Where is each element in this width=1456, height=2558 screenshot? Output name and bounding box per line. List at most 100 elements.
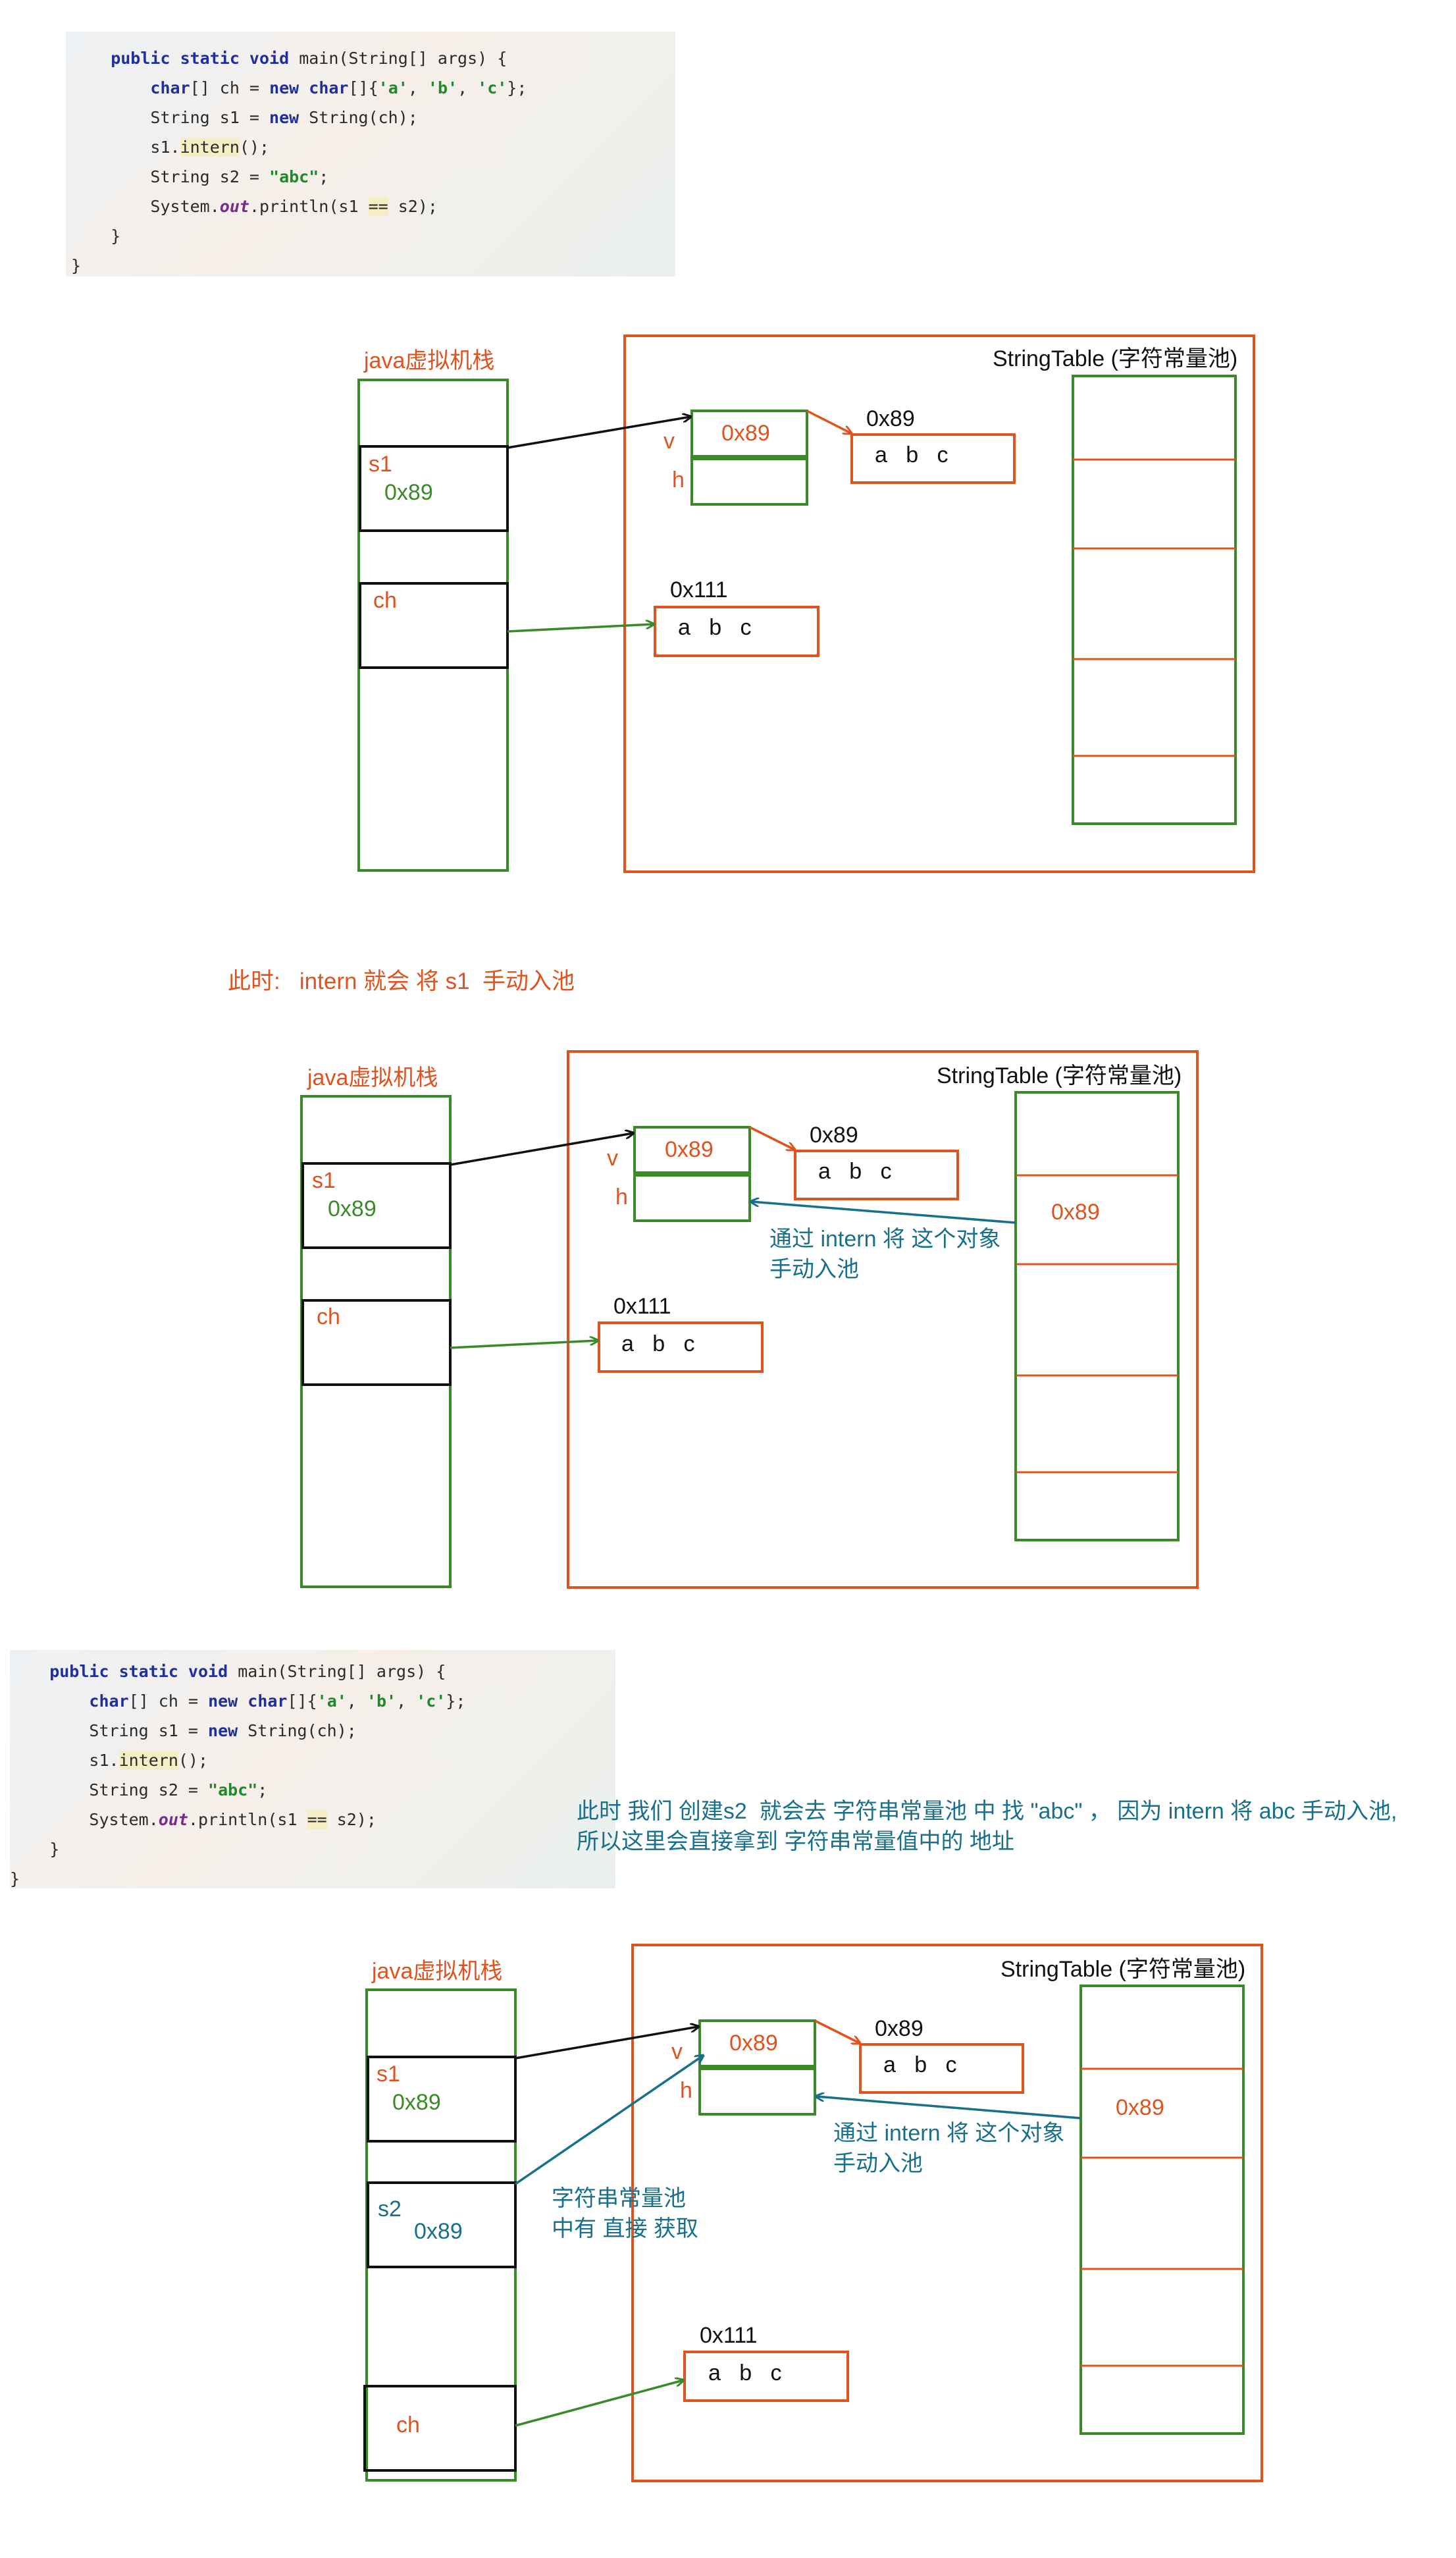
code-line: s1.intern(); (71, 138, 270, 157)
string-table (1014, 1091, 1180, 1541)
code-line: } (71, 226, 121, 246)
s2-note-line-2: 中有 直接 获取 (552, 2216, 698, 2241)
ch-name: ch (396, 2412, 420, 2438)
string-table-title: StringTable (字符常量池) (993, 346, 1238, 371)
stack-frame-ch (301, 1299, 452, 1386)
intern-note-line-1: 通过 intern 将 这个对象 (833, 2121, 1065, 2146)
string-object-v (690, 410, 808, 458)
note-intern: 此时: intern 就会 将 s1 手动入池 (228, 969, 575, 994)
note-s2-line-2: 所以这里会直接拿到 字符串常量值中的 地址 (577, 1829, 1014, 1854)
code-line: public static void main(String[] args) { (10, 1662, 446, 1681)
code-line: String s1 = new String(ch); (71, 108, 418, 127)
v-value: 0x89 (721, 421, 770, 446)
code-line: String s2 = "abc"; (71, 167, 329, 186)
stack-frame-ch (363, 2385, 517, 2472)
s1-value: 0x89 (384, 480, 433, 505)
string-object-v (633, 1126, 751, 1174)
code-line: String s2 = "abc"; (10, 1780, 268, 1799)
heap-region (567, 1050, 1199, 1589)
heap-array-content: a b c (678, 615, 752, 640)
s2-name: s2 (378, 2197, 402, 2222)
h-label: h (615, 1185, 628, 1210)
intern-note-line-2: 手动入池 (769, 1257, 859, 1282)
arrow-s1-to-string (450, 1133, 633, 1166)
diagram-2 (300, 1050, 1199, 1589)
code-line: } (71, 256, 82, 275)
stack-title: java虚拟机栈 (372, 1959, 503, 1984)
heap-array-content: a b c (708, 2360, 782, 2385)
code-line: } (10, 1869, 20, 1888)
string-object-h (690, 458, 808, 506)
stack-frame-s1 (367, 2056, 517, 2143)
code-line: } (10, 1840, 60, 1859)
v-label: v (671, 2039, 683, 2064)
heap-array-box (654, 606, 819, 657)
code-block-1: public static void main(String[] args) {… (66, 32, 675, 277)
heap-region (631, 1944, 1263, 2482)
arrow-v-to-array (806, 410, 851, 433)
stack-frame-ch (359, 582, 509, 669)
char-array-box (794, 1150, 959, 1200)
heap-array-box (598, 1321, 764, 1373)
char-array-box (859, 2043, 1024, 2094)
string-table-title: StringTable (字符常量池) (1001, 1957, 1246, 1982)
arrow-v-to-array (749, 1126, 794, 1150)
heap-array-box (683, 2351, 849, 2402)
heap-array-address: 0x111 (700, 2323, 758, 2348)
arrow-s1-to-string (515, 2027, 698, 2060)
s2-value: 0x89 (414, 2219, 463, 2244)
string-object-h (633, 1174, 751, 1222)
s1-name: s1 (312, 1168, 336, 1193)
char-array-address: 0x89 (866, 406, 915, 431)
code-line: public static void main(String[] args) { (71, 49, 507, 68)
string-object-h (698, 2067, 816, 2116)
char-array-content: a b c (883, 2052, 957, 2077)
arrow-ch-to-heap (507, 624, 654, 633)
char-array-content: a b c (818, 1159, 892, 1184)
s1-name: s1 (377, 2062, 400, 2087)
s1-value: 0x89 (392, 2090, 441, 2115)
stack-title: java虚拟机栈 (364, 348, 495, 373)
diagram-3 (363, 1944, 1263, 2482)
v-value: 0x89 (729, 2031, 778, 2056)
h-label: h (672, 467, 685, 493)
v-label: v (607, 1146, 618, 1171)
arrow-ch-to-heap (515, 2380, 683, 2427)
stack-frame-s1 (359, 445, 509, 532)
intern-note-line-2: 手动入池 (833, 2151, 923, 2176)
heap-array-address: 0x111 (670, 577, 728, 602)
arrow-ch-to-heap (450, 1341, 598, 1349)
intern-note-line-1: 通过 intern 将 这个对象 (769, 1227, 1001, 1252)
pool-entry: 0x89 (1051, 1200, 1100, 1225)
code-line: s1.intern(); (10, 1751, 209, 1770)
h-label: h (680, 2078, 692, 2103)
pool-entry: 0x89 (1116, 2095, 1164, 2120)
code-block-2: public static void main(String[] args) {… (10, 1650, 615, 1888)
diagram-1 (357, 334, 1255, 873)
string-table-title: StringTable (字符常量池) (937, 1063, 1182, 1088)
code-line: char[] ch = new char[]{'a', 'b', 'c'}; (150, 78, 527, 97)
code-line: System.out.println(s1 == s2); (10, 1810, 377, 1829)
arrow-s2-to-string (515, 2056, 703, 2185)
arrow-v-to-array (814, 2019, 860, 2043)
v-value: 0x89 (665, 1137, 714, 1162)
stack-title: java虚拟机栈 (307, 1065, 438, 1090)
string-object-v (698, 2019, 816, 2067)
string-table (1079, 1985, 1245, 2435)
s1-name: s1 (369, 452, 392, 477)
heap-region (623, 334, 1255, 873)
stack-frame-s2 (367, 2181, 517, 2268)
ch-name: ch (317, 1304, 340, 1329)
arrow-s1-to-string (507, 417, 690, 449)
char-array-content: a b c (875, 442, 949, 467)
ch-name: ch (373, 588, 397, 613)
string-table (1072, 375, 1237, 825)
v-label: v (663, 429, 675, 454)
arrow-pool-to-h (751, 1202, 1016, 1224)
stack-frame-s1 (301, 1162, 452, 1249)
s1-value: 0x89 (328, 1196, 377, 1221)
heap-array-content: a b c (621, 1331, 695, 1356)
char-array-box (850, 433, 1016, 484)
note-s2-line-1: 此时 我们 创建s2 就会去 字符串常量池 中 找 "abc" ， 因为 int… (577, 1799, 1397, 1824)
